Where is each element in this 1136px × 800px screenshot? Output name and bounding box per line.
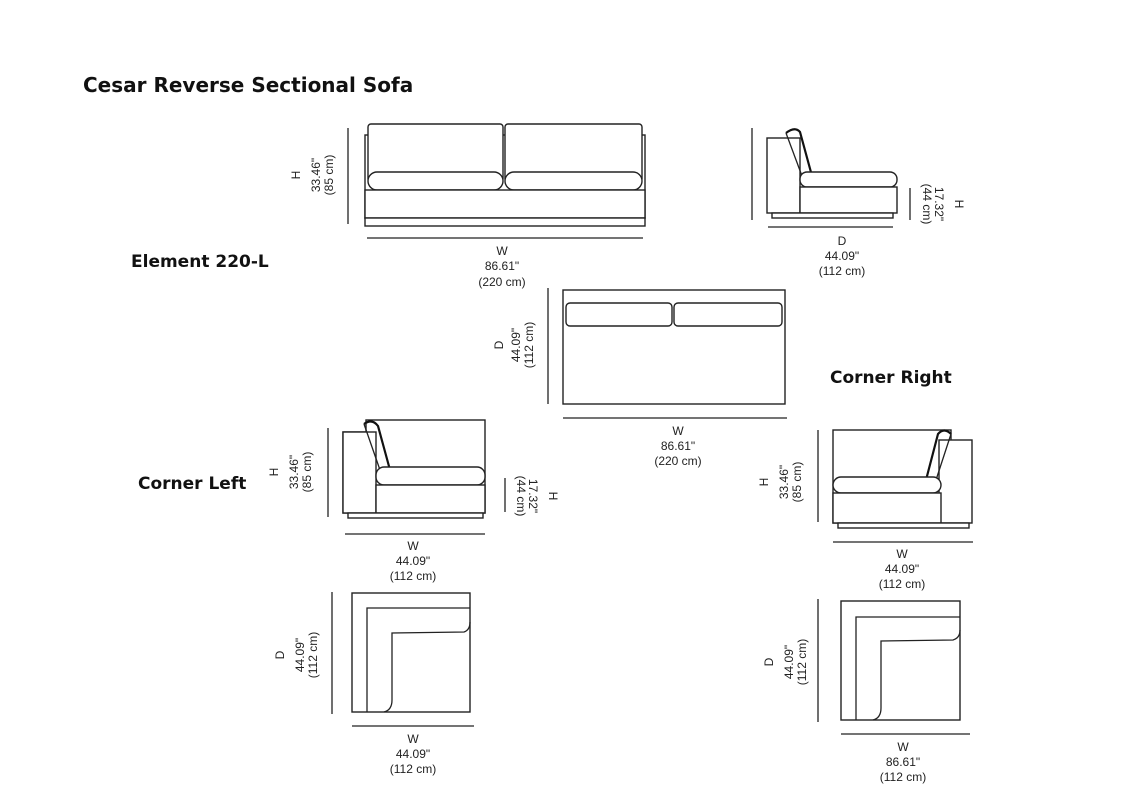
element-top-width-dim: W 86.61" (220 cm) bbox=[654, 424, 701, 468]
svg-text:17.32": 17.32" bbox=[932, 187, 946, 221]
svg-text:86.61": 86.61" bbox=[661, 439, 695, 453]
element-front-width-dim: W 86.61" (220 cm) bbox=[478, 244, 525, 289]
svg-text:(220 cm): (220 cm) bbox=[654, 454, 701, 468]
svg-text:(220 cm): (220 cm) bbox=[478, 275, 525, 289]
svg-text:(112 cm): (112 cm) bbox=[306, 632, 320, 678]
svg-text:(44 cm): (44 cm) bbox=[920, 184, 934, 225]
svg-text:44.09": 44.09" bbox=[825, 249, 859, 263]
svg-text:33.46": 33.46" bbox=[287, 455, 301, 489]
svg-text:W: W bbox=[496, 244, 508, 258]
svg-text:W: W bbox=[897, 740, 909, 754]
corner-right-front-drawing bbox=[817, 429, 973, 543]
svg-text:33.46": 33.46" bbox=[309, 158, 323, 192]
svg-text:H: H bbox=[952, 200, 966, 209]
page-title: Cesar Reverse Sectional Sofa bbox=[83, 73, 413, 97]
corner-right-top-width-dim: W 86.61" (112 cm) bbox=[880, 740, 926, 784]
svg-text:(112 cm): (112 cm) bbox=[390, 762, 436, 776]
corner-left-label: Corner Left bbox=[138, 474, 246, 494]
element-front-height-dim: H 33.46" (85 cm) bbox=[289, 155, 336, 196]
svg-text:(112 cm): (112 cm) bbox=[795, 639, 809, 685]
svg-text:H: H bbox=[757, 478, 771, 487]
corner-left-front-drawing bbox=[327, 419, 506, 535]
svg-text:D: D bbox=[762, 657, 776, 666]
svg-text:17.32": 17.32" bbox=[526, 479, 540, 513]
svg-text:44.09": 44.09" bbox=[509, 328, 523, 362]
element-front-drawing bbox=[347, 123, 646, 239]
svg-text:(112 cm): (112 cm) bbox=[390, 569, 436, 583]
svg-text:D: D bbox=[273, 650, 287, 659]
svg-text:(112 cm): (112 cm) bbox=[880, 770, 926, 784]
svg-text:H: H bbox=[546, 492, 560, 501]
svg-text:86.61": 86.61" bbox=[485, 259, 519, 273]
corner-right-top-drawing bbox=[817, 599, 970, 735]
svg-text:(85 cm): (85 cm) bbox=[322, 155, 336, 196]
element-top-drawing bbox=[547, 288, 787, 419]
svg-text:(85 cm): (85 cm) bbox=[790, 462, 804, 503]
svg-text:(112 cm): (112 cm) bbox=[879, 577, 925, 591]
corner-right-front-height-dim: H 33.46" (85 cm) bbox=[757, 462, 804, 503]
corner-right-top-depth-dim: D 44.09" (112 cm) bbox=[762, 639, 809, 685]
svg-text:(112 cm): (112 cm) bbox=[522, 322, 536, 368]
element-side-drawing bbox=[751, 128, 911, 228]
svg-text:44.09": 44.09" bbox=[782, 645, 796, 679]
element-220-l-label: Element 220-L bbox=[131, 252, 269, 272]
corner-left-top-depth-dim: D 44.09" (112 cm) bbox=[273, 632, 320, 678]
svg-text:H: H bbox=[289, 171, 303, 180]
svg-text:44.09": 44.09" bbox=[293, 638, 307, 672]
element-top-depth-dim: D 44.09" (112 cm) bbox=[492, 322, 536, 368]
corner-left-top-width-dim: W 44.09" (112 cm) bbox=[390, 732, 436, 776]
svg-text:W: W bbox=[672, 424, 684, 438]
svg-text:H: H bbox=[267, 468, 281, 477]
element-side-height-dim: H 17.32" (44 cm) bbox=[920, 184, 966, 225]
svg-text:D: D bbox=[492, 340, 506, 349]
corner-right-front-width-dim: W 44.09" (112 cm) bbox=[879, 547, 925, 591]
svg-text:(112 cm): (112 cm) bbox=[819, 264, 865, 278]
corner-left-front-width-dim: W 44.09" (112 cm) bbox=[390, 539, 436, 583]
corner-left-top-drawing bbox=[331, 592, 474, 727]
svg-text:44.09": 44.09" bbox=[396, 747, 430, 761]
corner-right-label: Corner Right bbox=[830, 368, 952, 388]
corner-left-front-height-dim: H 33.46" (85 cm) bbox=[267, 452, 314, 493]
svg-text:86.61": 86.61" bbox=[886, 755, 920, 769]
svg-text:W: W bbox=[407, 732, 419, 746]
svg-text:D: D bbox=[838, 234, 847, 248]
svg-text:44.09": 44.09" bbox=[885, 562, 919, 576]
svg-text:33.46": 33.46" bbox=[777, 465, 791, 499]
svg-text:(85 cm): (85 cm) bbox=[300, 452, 314, 493]
svg-text:(44 cm): (44 cm) bbox=[514, 476, 528, 517]
svg-text:W: W bbox=[896, 547, 908, 561]
element-side-depth-dim: D 44.09" (112 cm) bbox=[819, 234, 865, 278]
svg-text:44.09": 44.09" bbox=[396, 554, 430, 568]
svg-text:W: W bbox=[407, 539, 419, 553]
corner-left-seat-height-dim: H 17.32" (44 cm) bbox=[514, 476, 560, 517]
